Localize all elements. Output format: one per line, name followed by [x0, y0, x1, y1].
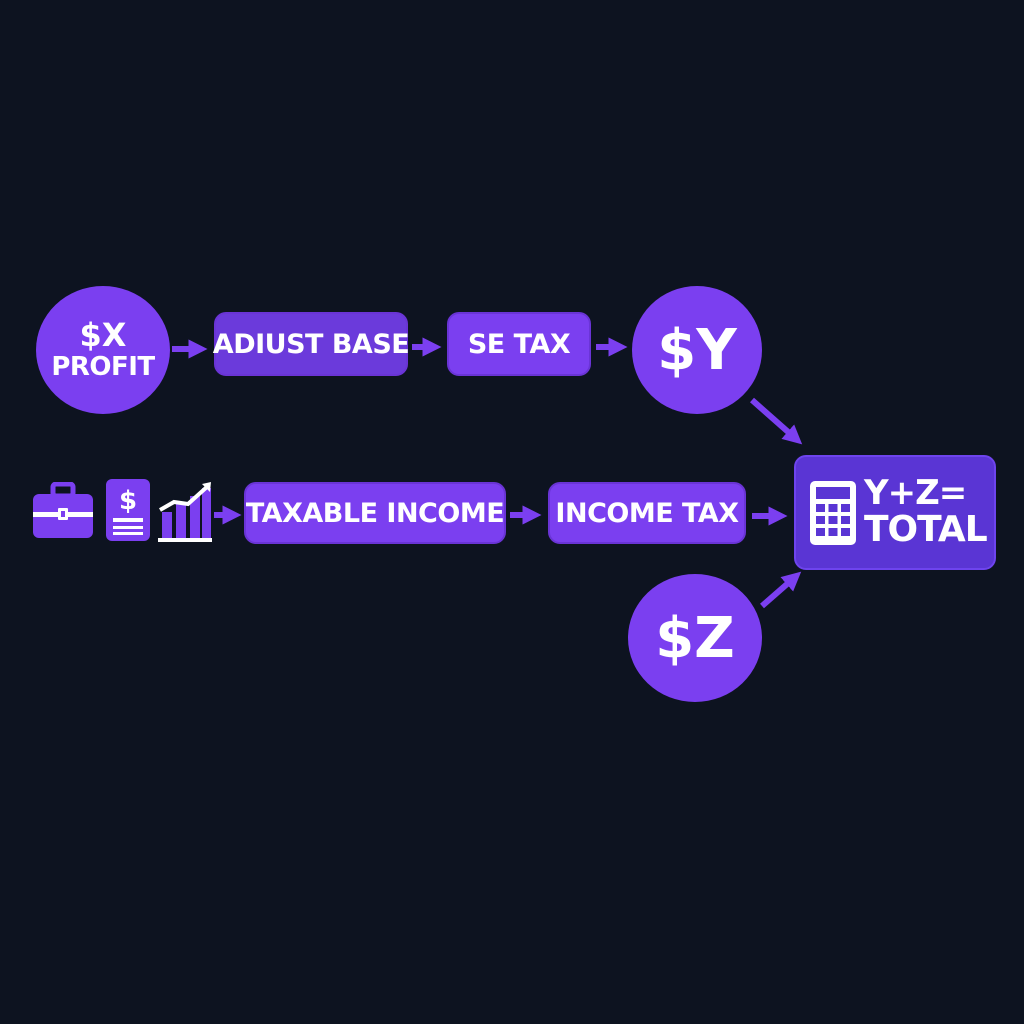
dollar-bill-icon: $ [106, 479, 150, 541]
profit-node: $X PROFIT [36, 286, 170, 414]
calculator-icon [810, 480, 856, 545]
profit-label: PROFIT [51, 352, 155, 383]
arrow-z-to-total [760, 571, 802, 609]
adjust-base-node: ADIUST BASE [213, 312, 410, 376]
arrow-y-to-total [750, 397, 803, 445]
y-result-node: $Y [632, 286, 762, 414]
svg-text:$: $ [119, 486, 137, 516]
taxable-income-node: TAXABLE INCOME [244, 482, 506, 544]
total-node: Y+Z= TOTAL [794, 455, 996, 570]
total-label: TOTAL [864, 509, 988, 551]
profit-amount: $X [79, 316, 127, 355]
se-tax-node: SE TAX [447, 312, 591, 376]
z-result-node: $Z [628, 574, 762, 702]
growth-chart-icon [158, 482, 212, 542]
briefcase-icon [33, 482, 93, 538]
total-formula: Y+Z= [864, 472, 967, 513]
income-tax-node: INCOME TAX [548, 482, 746, 544]
